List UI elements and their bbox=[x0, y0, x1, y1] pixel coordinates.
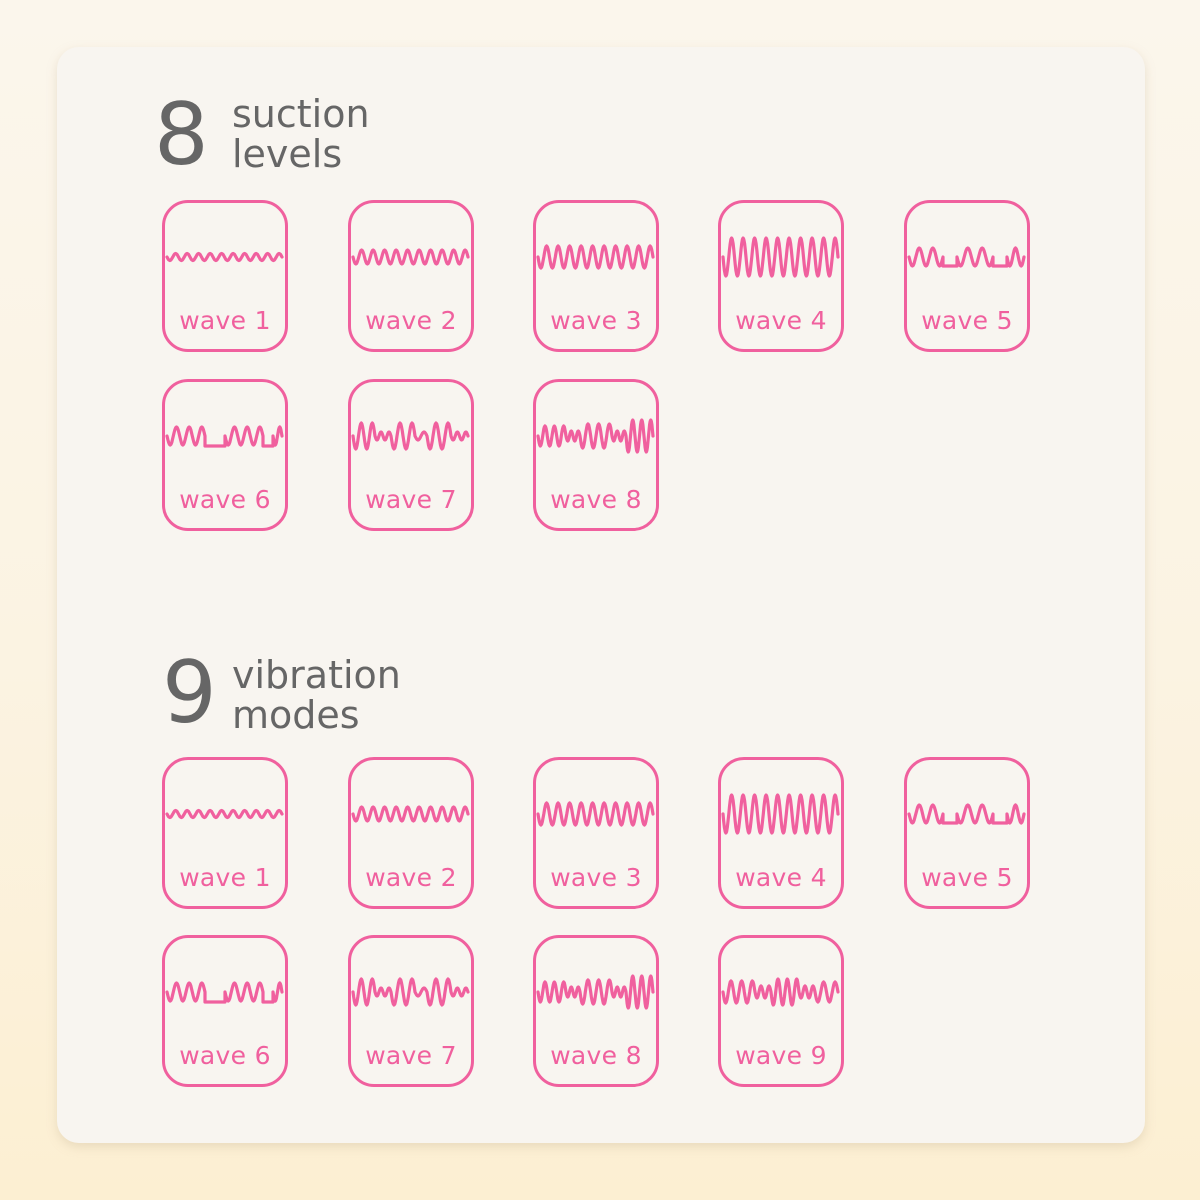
suction-wave-tile[interactable]: wave 2 bbox=[348, 200, 474, 352]
wave-icon bbox=[165, 981, 284, 1004]
waveform-line bbox=[721, 977, 840, 1007]
suction-title-line2: levels bbox=[232, 132, 343, 176]
waveform-line bbox=[907, 246, 1026, 268]
waveform-line bbox=[536, 244, 655, 270]
waveform-line bbox=[721, 236, 840, 278]
wave-icon bbox=[165, 808, 284, 820]
waveform-line bbox=[165, 251, 284, 263]
tile-label: wave 7 bbox=[365, 485, 457, 514]
wave-icon bbox=[165, 251, 284, 263]
vibration-title-line1: vibration bbox=[232, 653, 401, 697]
suction-wave-tile[interactable]: wave 6 bbox=[162, 379, 288, 531]
wave-icon bbox=[351, 421, 470, 451]
tile-label: wave 9 bbox=[735, 1041, 827, 1070]
vibration-wave-tile[interactable]: wave 5 bbox=[904, 757, 1030, 909]
suction-wave-tile[interactable]: wave 5 bbox=[904, 200, 1030, 352]
vibration-count: 9 bbox=[162, 643, 217, 743]
suction-wave-tile[interactable]: wave 7 bbox=[348, 379, 474, 531]
vibration-wave-tile[interactable]: wave 4 bbox=[718, 757, 844, 909]
waveform-line bbox=[351, 805, 470, 823]
vibration-wave-tile[interactable]: wave 1 bbox=[162, 757, 288, 909]
vibration-title-line2: modes bbox=[232, 693, 360, 737]
tile-label: wave 4 bbox=[735, 306, 827, 335]
waveform-line bbox=[536, 974, 655, 1010]
tile-label: wave 2 bbox=[365, 306, 457, 335]
suction-wave-tile[interactable]: wave 8 bbox=[533, 379, 659, 531]
tile-label: wave 5 bbox=[921, 863, 1013, 892]
wave-icon bbox=[721, 236, 840, 278]
tile-label: wave 1 bbox=[179, 863, 271, 892]
vibration-wave-tile[interactable]: wave 8 bbox=[533, 935, 659, 1087]
tile-label: wave 5 bbox=[921, 306, 1013, 335]
wave-icon bbox=[165, 425, 284, 448]
tile-label: wave 8 bbox=[550, 485, 642, 514]
vibration-wave-tile[interactable]: wave 9 bbox=[718, 935, 844, 1087]
tile-label: wave 3 bbox=[550, 306, 642, 335]
vibration-wave-tile[interactable]: wave 7 bbox=[348, 935, 474, 1087]
waveform-line bbox=[536, 418, 655, 454]
vibration-wave-tile[interactable]: wave 2 bbox=[348, 757, 474, 909]
wave-icon bbox=[351, 977, 470, 1007]
suction-wave-tile[interactable]: wave 4 bbox=[718, 200, 844, 352]
wave-icon bbox=[721, 793, 840, 835]
tile-label: wave 2 bbox=[365, 863, 457, 892]
tile-label: wave 8 bbox=[550, 1041, 642, 1070]
waveform-line bbox=[165, 425, 284, 448]
wave-icon bbox=[351, 805, 470, 823]
tile-label: wave 6 bbox=[179, 485, 271, 514]
suction-wave-tile[interactable]: wave 3 bbox=[533, 200, 659, 352]
waveform-line bbox=[907, 803, 1026, 825]
wave-icon bbox=[907, 803, 1026, 825]
tile-label: wave 7 bbox=[365, 1041, 457, 1070]
suction-title-line1: suction bbox=[232, 92, 370, 136]
tile-label: wave 6 bbox=[179, 1041, 271, 1070]
waveform-line bbox=[351, 248, 470, 266]
waveform-line bbox=[351, 977, 470, 1007]
tile-label: wave 1 bbox=[179, 306, 271, 335]
tile-label: wave 4 bbox=[735, 863, 827, 892]
wave-icon bbox=[536, 418, 655, 454]
waveform-line bbox=[351, 421, 470, 451]
waveform-line bbox=[165, 808, 284, 820]
wave-icon bbox=[351, 248, 470, 266]
wave-icon bbox=[536, 974, 655, 1010]
wave-icon bbox=[721, 977, 840, 1007]
wave-icon bbox=[907, 246, 1026, 268]
suction-wave-tile[interactable]: wave 1 bbox=[162, 200, 288, 352]
waveform-line bbox=[165, 981, 284, 1004]
vibration-wave-tile[interactable]: wave 6 bbox=[162, 935, 288, 1087]
vibration-wave-tile[interactable]: wave 3 bbox=[533, 757, 659, 909]
wave-icon bbox=[536, 244, 655, 270]
wave-icon bbox=[536, 801, 655, 827]
tile-label: wave 3 bbox=[550, 863, 642, 892]
feature-panel bbox=[57, 47, 1145, 1143]
suction-count: 8 bbox=[154, 85, 209, 185]
waveform-line bbox=[721, 793, 840, 835]
waveform-line bbox=[536, 801, 655, 827]
